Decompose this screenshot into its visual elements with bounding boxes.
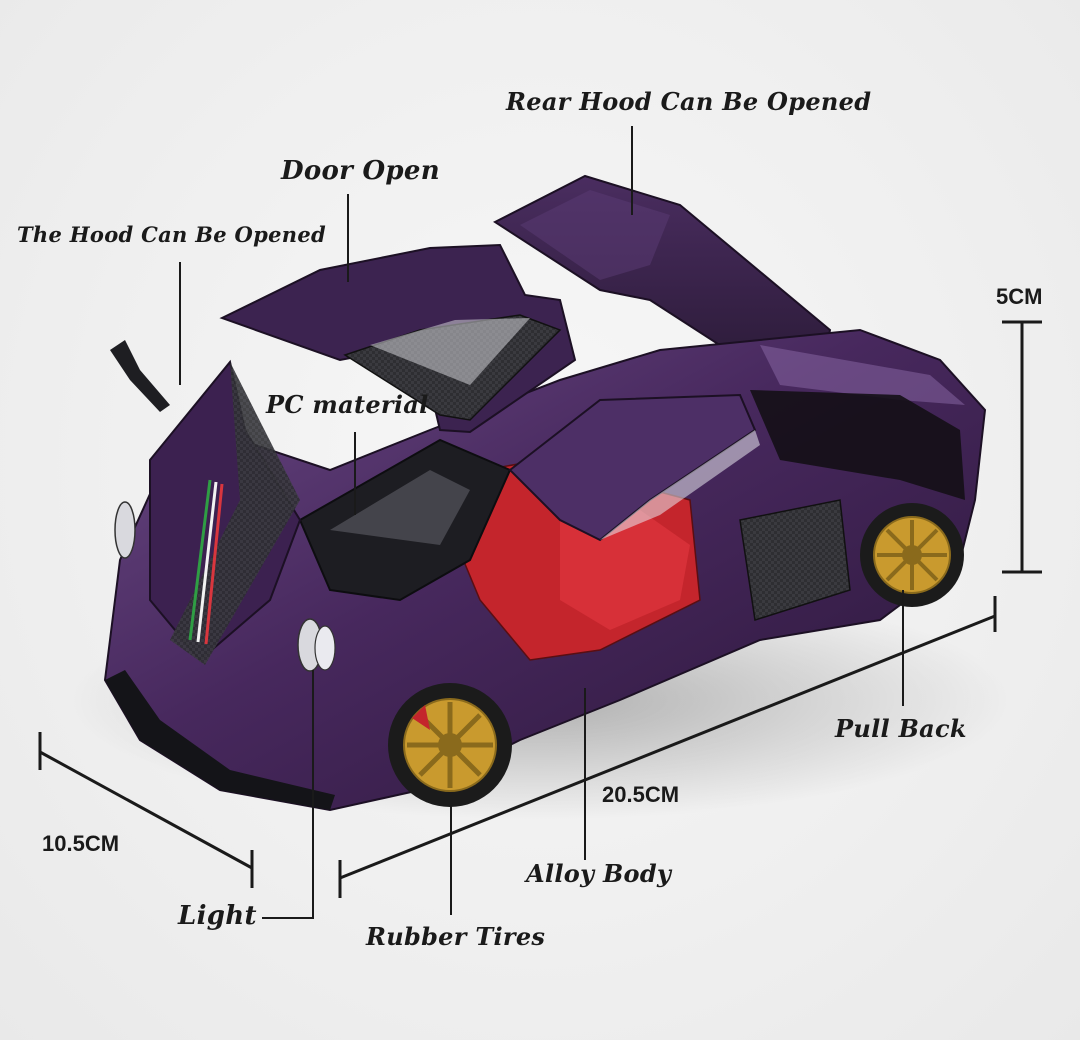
height-label: 5CM: [996, 284, 1043, 309]
door-open-label: Door Open: [281, 156, 440, 186]
light-leader: [262, 670, 314, 919]
engine-bay: [750, 390, 965, 500]
front-wheel: [388, 683, 512, 807]
rubber-tires-label: Rubber Tires: [366, 922, 546, 951]
light-label: Light: [178, 901, 257, 931]
rear-wheel: [860, 503, 964, 607]
door-window: [370, 318, 530, 385]
mirror: [110, 340, 170, 412]
hood-label: The Hood Can Be Opened: [17, 222, 326, 247]
annotation-lines: [179, 126, 904, 919]
length-label: 20.5CM: [602, 782, 680, 807]
pull-back-label: Pull Back: [835, 714, 967, 743]
width-label: 10.5CM: [42, 831, 120, 856]
rear-hood-label: Rear Hood Can Be Opened: [506, 87, 872, 116]
length-dimension-line: [339, 614, 996, 880]
side-intake: [739, 499, 851, 621]
dimension-lines: [38, 320, 1042, 898]
pc-material-label: PC material: [266, 390, 429, 419]
alloy-body-label: Alloy Body: [526, 859, 672, 888]
left-headlight: [114, 501, 136, 559]
width-dimension-line: [39, 750, 253, 870]
windshield: [298, 438, 512, 602]
